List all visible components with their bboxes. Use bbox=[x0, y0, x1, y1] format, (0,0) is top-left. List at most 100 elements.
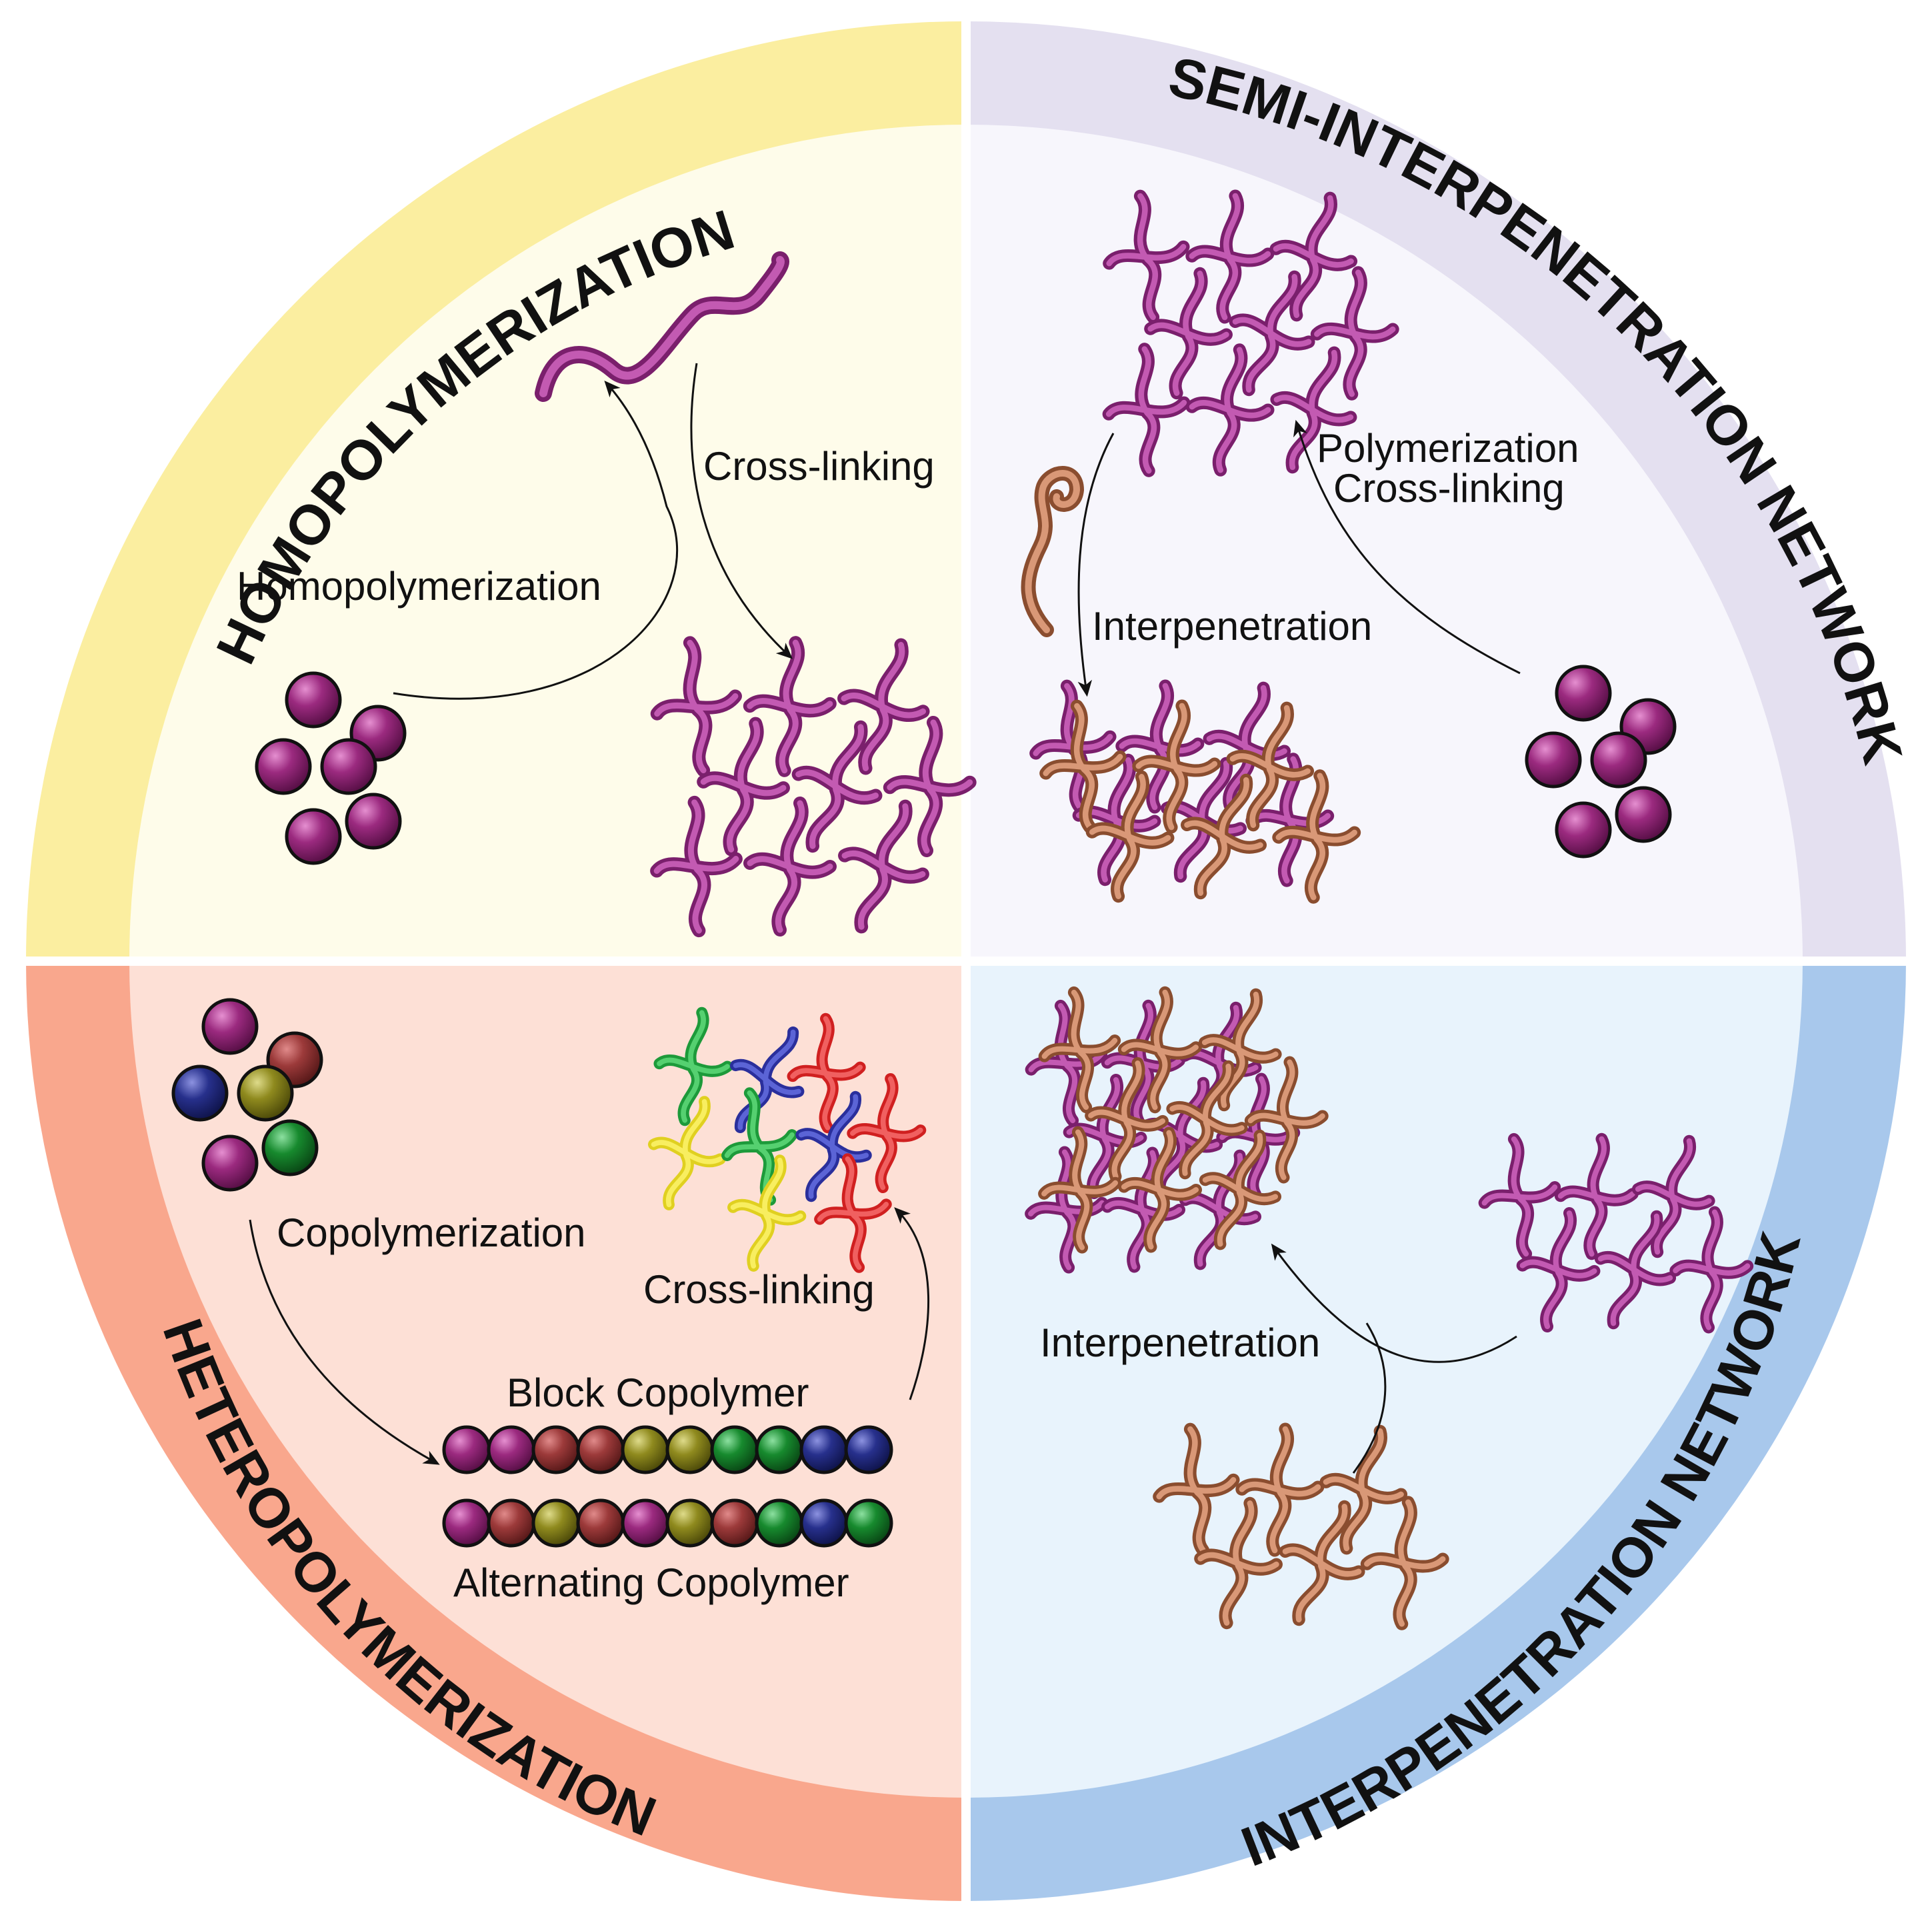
monomer-icon bbox=[531, 1425, 581, 1474]
network-strand-highlight bbox=[1043, 703, 1123, 831]
monomer-icon bbox=[285, 671, 342, 729]
monomer-icon bbox=[237, 1064, 294, 1122]
network-strand-highlight bbox=[1189, 347, 1271, 473]
monomer-icon bbox=[844, 1425, 893, 1474]
network-strand-highlight bbox=[1088, 1060, 1166, 1180]
monomer-icon bbox=[442, 1498, 491, 1548]
network-strand-highlight bbox=[1275, 773, 1357, 901]
arrow-icon bbox=[894, 1207, 929, 1400]
network-strand-highlight bbox=[795, 724, 879, 849]
arrow-icon bbox=[249, 1219, 440, 1465]
monomer-cluster-icon bbox=[255, 671, 407, 865]
network-strand-highlight bbox=[1147, 271, 1229, 396]
network-strand-highlight bbox=[1156, 1426, 1237, 1554]
arrow-icon bbox=[393, 380, 679, 700]
network-strand-highlight bbox=[657, 1010, 730, 1123]
monomer-icon bbox=[171, 1064, 229, 1122]
network-strand-highlight bbox=[1201, 991, 1279, 1108]
monomer-icon bbox=[487, 1498, 536, 1548]
monomer-icon bbox=[844, 1498, 893, 1548]
arrow-connector bbox=[1352, 1322, 1387, 1474]
network-strand-highlight bbox=[700, 721, 787, 853]
network-strand-highlight bbox=[790, 1016, 863, 1130]
monomer-icon bbox=[665, 1425, 715, 1474]
interpenetration-step-label: Interpenetration bbox=[1092, 604, 1372, 649]
network-strand-highlight bbox=[747, 639, 833, 774]
network-strand-highlight bbox=[1273, 195, 1354, 319]
semi-ipn-network-icon bbox=[1029, 679, 1361, 904]
monomer-icon bbox=[799, 1498, 849, 1548]
crosslinked-network-icon bbox=[1478, 1132, 1754, 1334]
network-strand-highlight bbox=[1519, 1210, 1597, 1330]
monomer-icon bbox=[201, 1134, 259, 1192]
network-strand-highlight bbox=[1028, 1149, 1105, 1270]
network-strand-highlight bbox=[841, 642, 927, 771]
monomer-icon bbox=[345, 793, 402, 850]
monomer-icon bbox=[1590, 731, 1647, 789]
monomer-icon bbox=[755, 1498, 804, 1548]
block-copolymer-chain-icon bbox=[442, 1425, 893, 1474]
network-strand-highlight bbox=[654, 639, 739, 774]
network-strand-highlight bbox=[1364, 1499, 1446, 1627]
network-strand-highlight bbox=[1314, 269, 1396, 397]
network-strand-highlight bbox=[1229, 705, 1311, 829]
monomer-icon bbox=[487, 1425, 536, 1474]
network-strand-highlight bbox=[887, 719, 973, 854]
monomer-icon bbox=[710, 1498, 759, 1548]
monomer-icon bbox=[799, 1425, 849, 1474]
interpenetration-step-label: Interpenetration bbox=[1040, 1320, 1320, 1365]
monomer-icon bbox=[621, 1498, 670, 1548]
network-strand-highlight bbox=[1041, 989, 1118, 1110]
network-strand-highlight bbox=[1197, 1500, 1279, 1626]
network-strand-highlight bbox=[849, 1076, 923, 1190]
monomer-icon bbox=[710, 1425, 759, 1474]
network-strand-highlight bbox=[653, 799, 739, 934]
network-strand-highlight bbox=[1232, 273, 1312, 393]
monomer-icon bbox=[755, 1425, 804, 1474]
monomer-cluster-icon bbox=[1525, 665, 1677, 859]
network-strand-highlight bbox=[747, 800, 833, 933]
arrow-icon bbox=[1293, 419, 1521, 675]
network-strand-highlight bbox=[1189, 193, 1271, 321]
colored-crosslinked-network-icon bbox=[648, 1006, 927, 1273]
monomer-icon bbox=[320, 738, 377, 795]
network-strand-highlight bbox=[1247, 1059, 1325, 1180]
copolymerization-step-label: Copolymerization bbox=[277, 1210, 586, 1255]
network-strand-highlight bbox=[1119, 683, 1201, 811]
monomer-icon bbox=[201, 998, 259, 1055]
monomer-icon bbox=[261, 1119, 319, 1176]
network-strand-highlight bbox=[1089, 774, 1171, 899]
alternating-copolymer-label: Alternating Copolymer bbox=[453, 1560, 849, 1605]
network-strand-highlight bbox=[1202, 1132, 1279, 1247]
monomer-icon bbox=[531, 1498, 581, 1548]
monomer-icon bbox=[1615, 786, 1672, 843]
network-strand-highlight bbox=[817, 1156, 889, 1270]
network-strand-highlight bbox=[1135, 703, 1218, 831]
monomer-icon bbox=[576, 1498, 625, 1548]
alternating-copolymer-chain-icon bbox=[442, 1498, 893, 1548]
homopolymerization-panel: Homopolymerization Cross-linking bbox=[237, 251, 977, 938]
block-copolymer-label: Block Copolymer bbox=[507, 1370, 809, 1415]
linear-chain-highlight bbox=[539, 256, 785, 397]
arrow-icon bbox=[690, 363, 793, 659]
network-strand-highlight bbox=[651, 1098, 723, 1208]
homopolymerization-step-label: Homopolymerization bbox=[237, 564, 601, 609]
network-strand-highlight bbox=[799, 1094, 869, 1199]
monomer-icon bbox=[285, 808, 342, 865]
monomer-icon bbox=[1525, 731, 1582, 789]
network-strand-highlight bbox=[1282, 1503, 1362, 1623]
monomer-icon bbox=[1555, 665, 1612, 722]
divider-horizontal bbox=[13, 957, 1919, 966]
cross-linking-step-label: Cross-linking bbox=[1333, 466, 1565, 511]
crosslinked-network-icon bbox=[1153, 1422, 1449, 1630]
monomer-icon bbox=[576, 1425, 625, 1474]
network-strand-highlight bbox=[841, 803, 926, 930]
linear-chain-highlight bbox=[1025, 470, 1081, 633]
network-strand-highlight bbox=[1028, 1002, 1105, 1124]
interpenetrating-network-icon bbox=[1025, 986, 1329, 1274]
network-strand-highlight bbox=[1323, 1428, 1404, 1552]
cross-linking-step-label: Cross-linking bbox=[643, 1267, 875, 1312]
arrow-icon bbox=[1271, 1243, 1517, 1363]
network-strand-highlight bbox=[1169, 1063, 1245, 1176]
